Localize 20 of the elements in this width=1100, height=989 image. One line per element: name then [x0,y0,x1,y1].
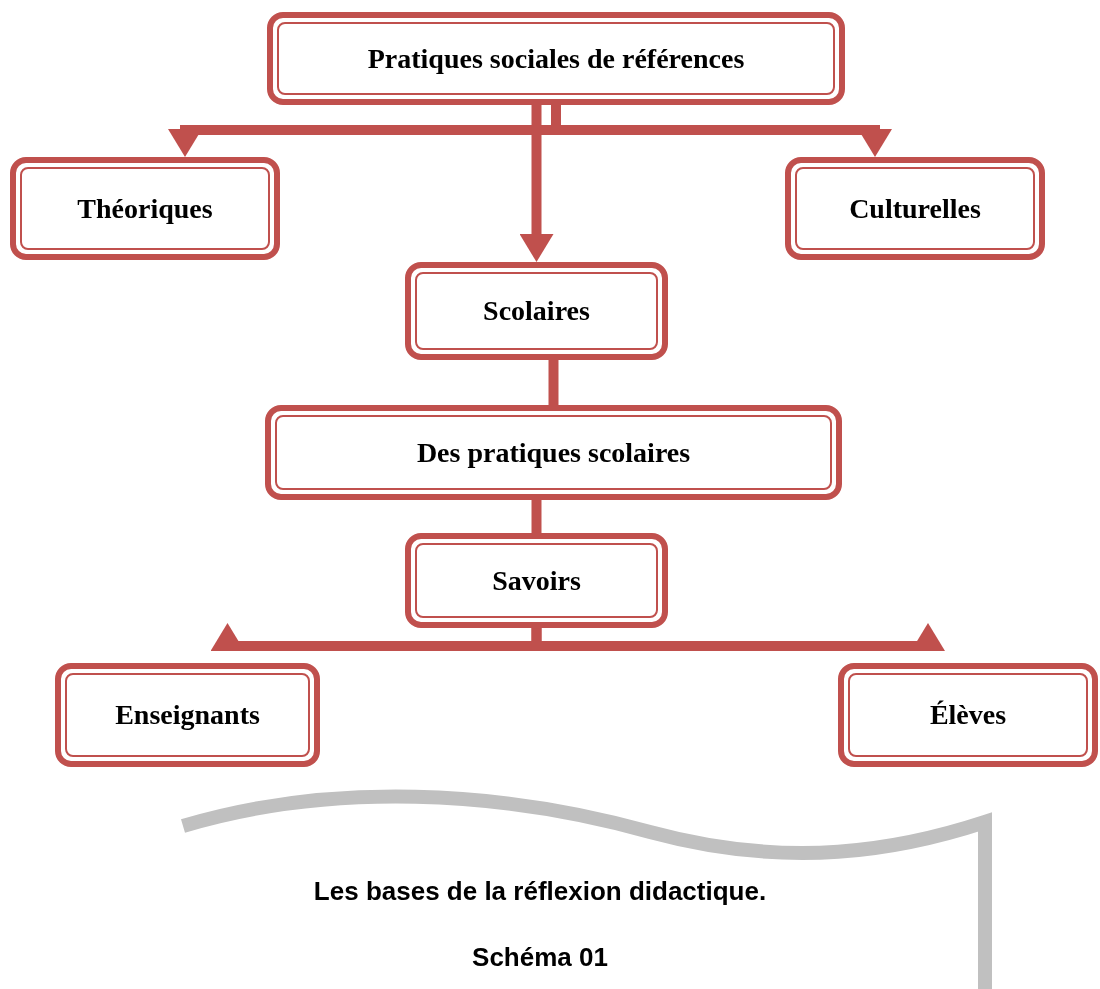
process-box [10,157,280,260]
process-box [785,157,1045,260]
caption: Les bases de la réflexion didactique. [313,875,767,908]
box-label: Enseignants [115,698,260,732]
box-label: Culturelles [849,191,981,226]
process-box [405,533,668,628]
box-label: Pratiques sociales de références [367,41,745,76]
box-label: Théoriques [77,191,213,226]
box-label: Des pratiques scolaires [416,435,691,470]
process-box [267,12,845,105]
box-label: Savoirs [492,563,581,598]
arrow [519,105,554,262]
process-box [838,663,1098,767]
arrow [531,623,945,651]
process-box [55,663,320,767]
box-label: Élèves [929,698,1007,732]
box-label: Scolaires [483,294,590,328]
process-box [405,262,668,360]
figure-number: Schéma 01 [472,941,608,974]
process-box [265,405,842,500]
